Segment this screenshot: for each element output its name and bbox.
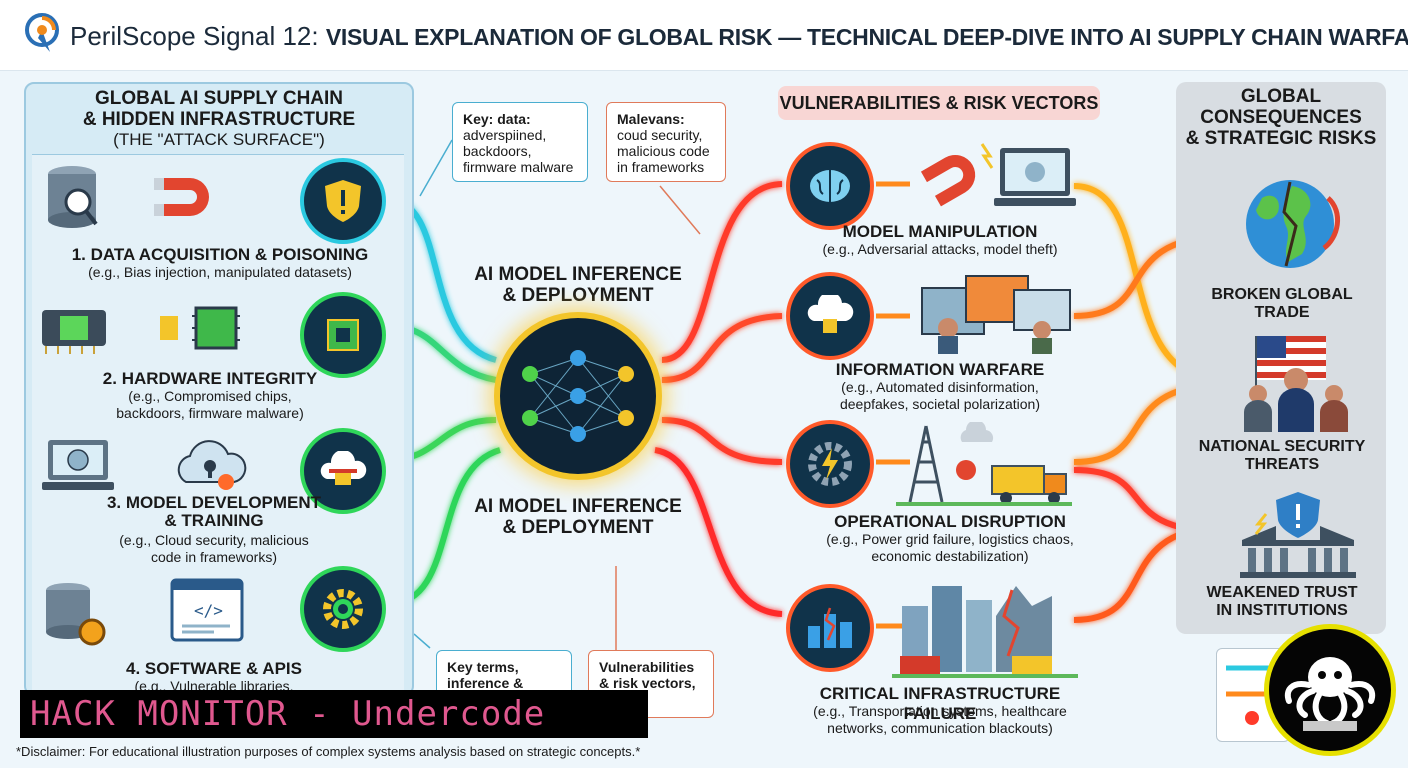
disclaimer: *Disclaimer: For educational illustratio…	[16, 744, 641, 759]
laptop-brain-icon	[42, 440, 114, 490]
brain-icon	[786, 142, 874, 230]
legend-marks	[1226, 665, 1270, 725]
attack-surface-subheading: (THE "ATTACK SURFACE")	[113, 130, 325, 149]
cloud-lock-icon	[300, 428, 386, 514]
power-grid-truck-icon	[896, 422, 1072, 506]
stage-1-example: (e.g., Bias injection, manipulated datas…	[88, 264, 352, 280]
callout-key-data: Key: data: adverspiined, backdoors, firm…	[452, 102, 588, 182]
people-screens-icon	[921, 275, 1071, 354]
code-window-icon: </>	[170, 578, 244, 642]
gear-icon	[300, 566, 386, 652]
risk-1-example: (e.g., Adversarial attacks, model theft)	[822, 241, 1058, 257]
location-pin-icon	[25, 13, 59, 52]
stage-3-example: (e.g., Cloud security, malicious code in…	[119, 532, 309, 565]
hack-monitor-banner: HACK MONITOR - Undercode	[20, 690, 648, 738]
stage-1-title: 1. DATA ACQUISITION & POISONING	[71, 245, 369, 264]
consequence-2-label: NATIONAL SECURITY THREATS	[1198, 438, 1366, 473]
callout-key-terms-body: inference &	[447, 675, 524, 691]
callout-key-terms-title: Key terms,	[447, 659, 519, 675]
page-title: PerilScope Signal 12: VISUAL EXPLANATION…	[70, 20, 1408, 53]
consequence-3-label: WEAKENED TRUST IN INSTITUTIONS	[1206, 584, 1358, 619]
stage-2-title: 2. HARDWARE INTEGRITY	[102, 369, 318, 388]
supply-chain-heading: GLOBAL AI SUPPLY CHAIN & HIDDEN INFRASTR…	[82, 88, 356, 130]
database-icon	[46, 583, 106, 646]
callout-malevans-body: coud security, malicious code in framewo…	[617, 127, 710, 175]
risk-2-title: INFORMATION WARFARE	[835, 360, 1045, 379]
risk-4-example: (e.g., Transportation systems, healthcar…	[813, 703, 1067, 736]
stage-4-title: 4. SOFTWARE & APIS	[125, 659, 302, 678]
cloud-lock-icon	[177, 440, 247, 490]
risk-2-example: (e.g., Automated disinformation, deepfak…	[839, 379, 1040, 412]
header: PerilScope Signal 12: VISUAL EXPLANATION…	[0, 0, 1408, 71]
svg-text:</>: </>	[194, 601, 223, 620]
hub-title-bottom: AI MODEL INFERENCE & DEPLOYMENT	[474, 496, 682, 538]
consequences-heading: GLOBAL CONSEQUENCES & STRATEGIC RISKS	[1185, 86, 1377, 149]
chip-icon	[300, 292, 386, 378]
magnet-laptop-icon	[920, 143, 1076, 207]
neural-network-icon	[494, 312, 662, 480]
title-main: VISUAL EXPLANATION OF GLOBAL RISK — TECH…	[325, 24, 1408, 50]
callout-key-data-title: Key: data:	[463, 111, 531, 127]
stage-2-example: (e.g., Compromised chips, backdoors, fir…	[116, 388, 304, 421]
risk-4-title: CRITICAL INFRASTRUCTURE FAILURE	[819, 684, 1061, 723]
octopus-seal-icon	[1264, 624, 1396, 756]
risk-1-title: MODEL MANIPULATION	[842, 222, 1038, 241]
callout-vulnerabilities-title: Vulnerabilities	[599, 659, 695, 675]
risk-3-example: (e.g., Power grid failure, logistics cha…	[826, 531, 1074, 564]
chip-icon	[160, 306, 240, 350]
risk-3-title: OPERATIONAL DISRUPTION	[834, 512, 1066, 531]
flag-people-icon	[1244, 336, 1348, 432]
magnet-icon	[154, 178, 209, 216]
consequence-1-label: BROKEN GLOBAL TRADE	[1211, 286, 1353, 321]
cloud-lock-icon	[786, 272, 874, 360]
vulnerabilities-heading: VULNERABILITIES & RISK VECTORS	[778, 86, 1100, 120]
callout-malevans-title: Malevans:	[617, 111, 685, 127]
chip-icon	[42, 310, 106, 354]
lightning-gear-icon	[786, 420, 874, 508]
brand-name: PerilScope	[70, 21, 196, 51]
callout-key-data-body: adverspiined, backdoors, firmware malwar…	[463, 127, 574, 175]
database-icon	[48, 166, 98, 228]
hack-monitor-banner-text: HACK MONITOR - Undercode	[30, 694, 546, 734]
shield-warning-icon	[300, 158, 386, 244]
stage-3-title: 3. MODEL DEVELOPMENT & TRAINING	[106, 493, 322, 530]
courthouse-shield-icon	[1240, 492, 1356, 578]
callout-malevans: Malevans: coud security, malicious code …	[606, 102, 726, 182]
city-collapse-icon	[892, 586, 1078, 678]
city-crack-icon	[786, 584, 874, 672]
hub-title-top: AI MODEL INFERENCE & DEPLOYMENT	[474, 264, 682, 306]
globe-icon	[1246, 180, 1341, 268]
title-signal: Signal 12:	[202, 21, 319, 51]
